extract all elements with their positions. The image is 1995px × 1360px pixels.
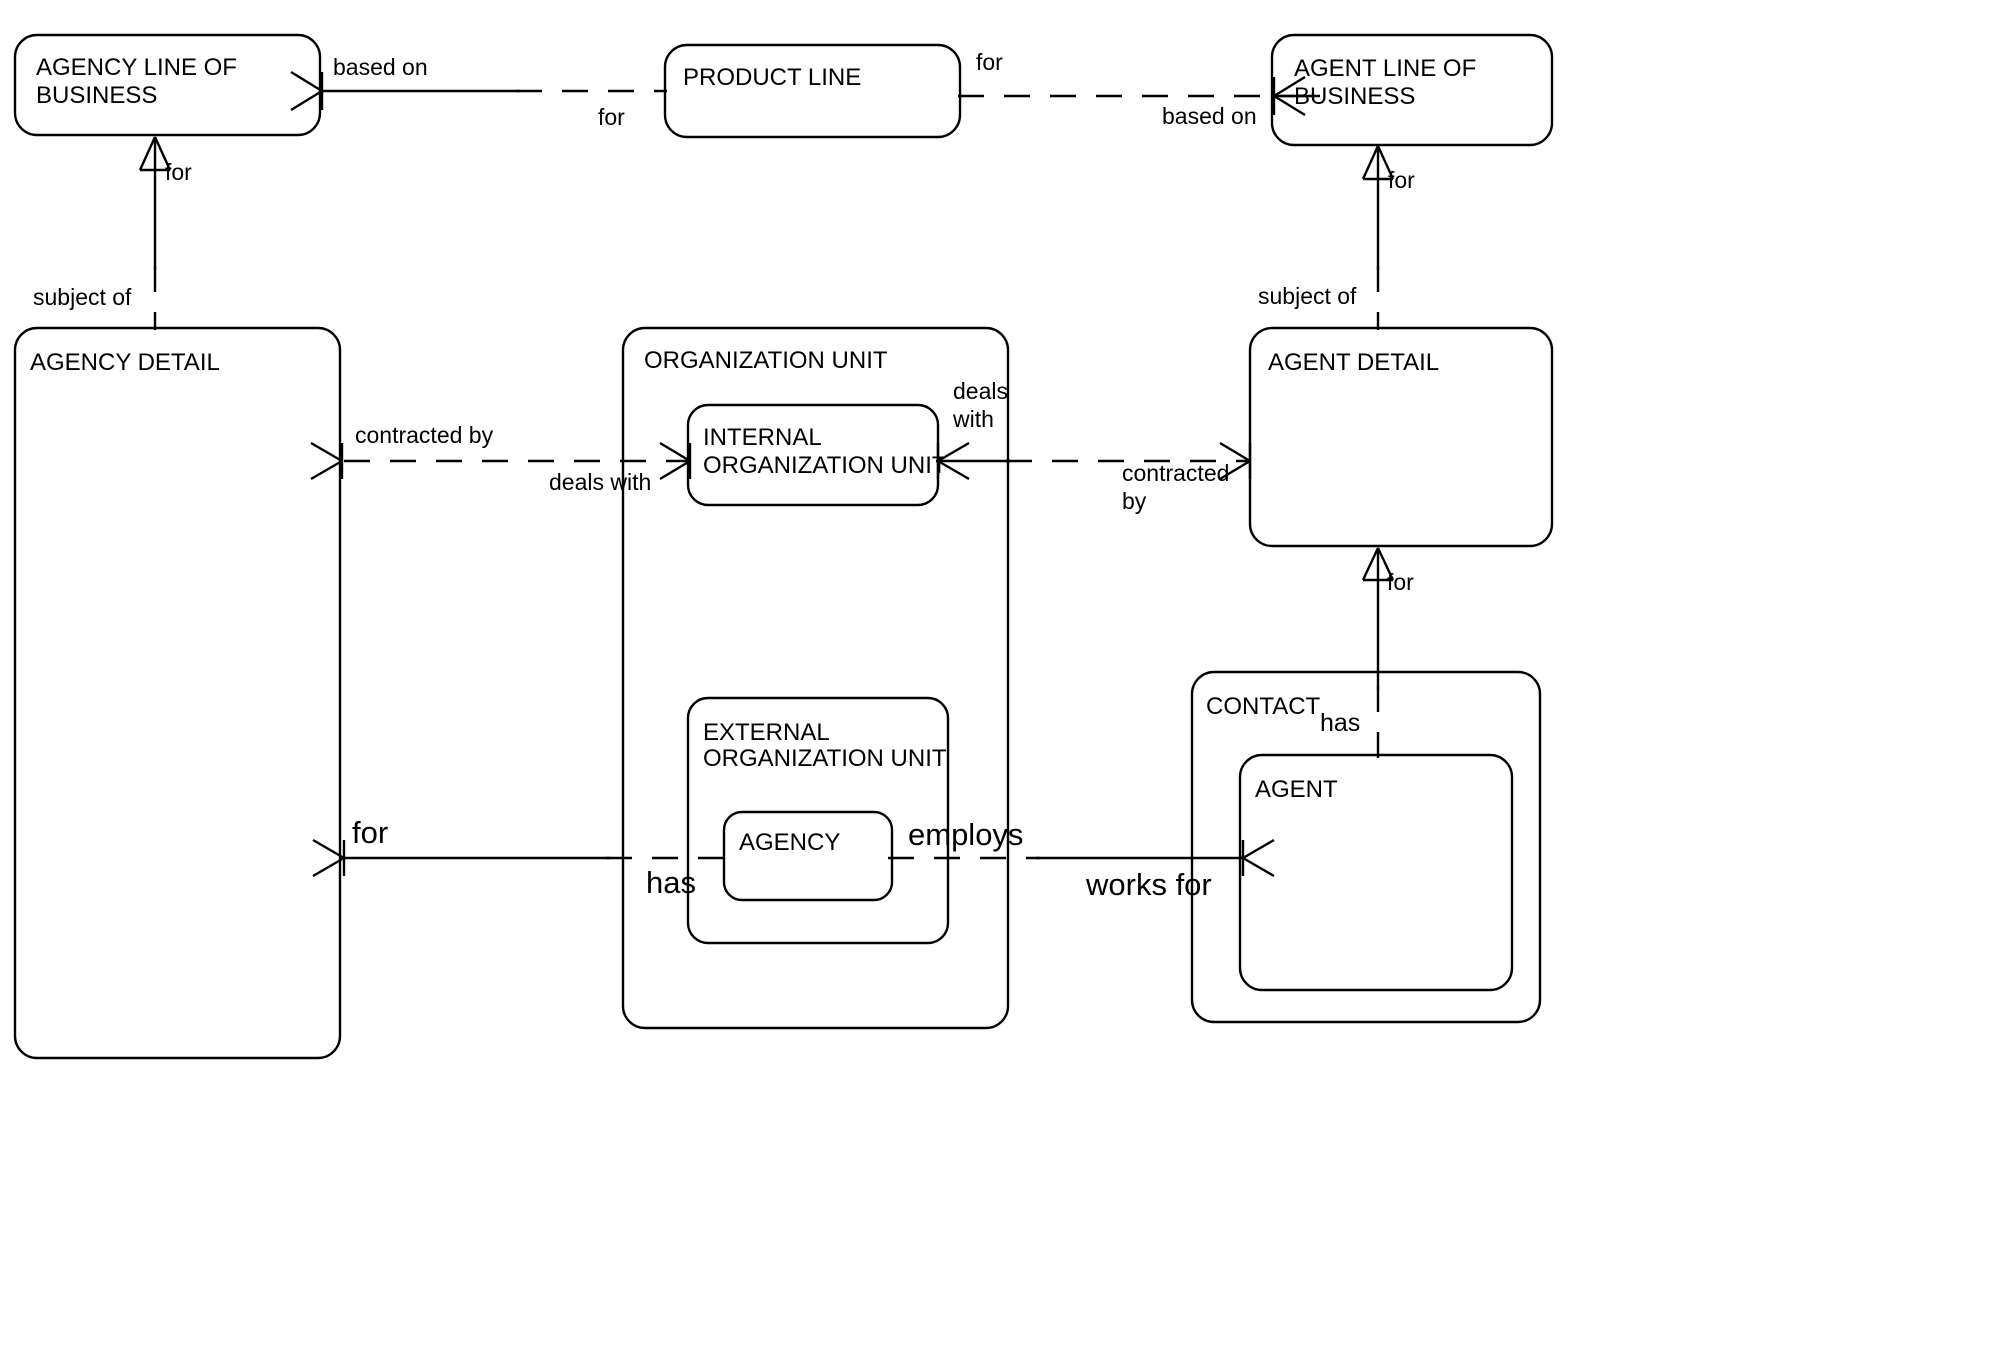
entity-agency-detail[interactable]: AGENCY DETAIL [13, 326, 342, 1060]
entity-label-line2: BUSINESS [36, 82, 157, 109]
entity-product-line[interactable]: PRODUCT LINE [663, 43, 962, 139]
entity-agent[interactable]: AGENT [1238, 753, 1514, 992]
relationship-agentlob-agentdetail [1361, 145, 1395, 330]
relationship-agentdetail-contact [1361, 547, 1395, 760]
rel-label-subject-of-agent: subject of [1258, 283, 1357, 309]
entity-label-line1: PRODUCT LINE [683, 64, 861, 91]
entity-label-line2: ORGANIZATION UNIT [703, 452, 947, 479]
relationship-productline-agentlob [958, 75, 1320, 117]
entity-label-line1: CONTACT [1206, 693, 1321, 720]
entity-label-line1: EXTERNAL [703, 719, 830, 746]
entity-label-line1: AGENCY DETAIL [30, 349, 220, 376]
entity-label-line1: INTERNAL [703, 424, 822, 451]
entity-label-line1: AGENT LINE OF [1294, 55, 1476, 82]
entity-contact[interactable]: CONTACT [1190, 670, 1542, 1024]
rel-label-for-agentdetail-down: for [1387, 569, 1414, 595]
rel-label-subject-of-agency: subject of [33, 284, 132, 310]
entity-box[interactable] [686, 696, 950, 945]
rel-label-based-on-agentlob: based on [1162, 103, 1257, 129]
entity-box[interactable] [663, 43, 962, 139]
entity-organization-unit[interactable]: ORGANIZATION UNIT [621, 326, 1010, 1030]
entity-box[interactable] [13, 33, 322, 137]
rel-label-for-productline-right: for [976, 49, 1003, 75]
rel-label-works-for: works for [1085, 867, 1212, 902]
entity-label-line2: BUSINESS [1294, 83, 1415, 110]
entity-agency-line-of-business[interactable]: AGENCY LINE OF BUSINESS [13, 33, 322, 137]
entity-box[interactable] [686, 403, 940, 507]
rel-label-employs: employs [908, 817, 1023, 852]
rel-label-for-agentlob-down: for [1388, 167, 1415, 193]
entity-label-line1: AGENT [1255, 776, 1338, 803]
entity-box[interactable] [1270, 33, 1554, 147]
entity-box[interactable] [722, 810, 894, 902]
entity-label-line1: ORGANIZATION UNIT [644, 347, 888, 374]
rel-label-has-orgunit: has [646, 865, 696, 900]
entity-external-organization-unit[interactable]: EXTERNAL ORGANIZATION UNIT [686, 696, 950, 945]
rel-label-for-agencylob-down: for [165, 159, 192, 185]
entity-agency[interactable]: AGENCY [722, 810, 894, 902]
rel-label-deals-right-b: with [952, 406, 994, 432]
entity-internal-organization-unit[interactable]: INTERNAL ORGANIZATION UNIT [686, 403, 947, 507]
rel-label-for-productline-left: for [598, 104, 625, 130]
rel-label-based-on-agencylob: based on [333, 54, 428, 80]
entity-agent-detail[interactable]: AGENT DETAIL [1248, 326, 1554, 548]
entity-box[interactable] [1190, 670, 1542, 1024]
rel-label-deals-right-a: deals [953, 378, 1008, 404]
entity-label-line1: AGENCY [739, 829, 840, 856]
entity-label-line1: AGENCY LINE OF [36, 54, 237, 81]
entity-label-line1: AGENT DETAIL [1268, 349, 1439, 376]
rel-label-deals-with-left: deals with [549, 469, 651, 495]
rel-label-contracted-agent-b: by [1122, 488, 1147, 514]
entity-box[interactable] [13, 326, 342, 1060]
rel-label-contracted-agent-a: contracted [1122, 460, 1229, 486]
rel-label-contracted-by-agency: contracted by [355, 422, 494, 448]
entity-box[interactable] [1248, 326, 1554, 548]
rel-label-for-agencydetail-agency: for [352, 815, 388, 850]
entity-agent-line-of-business[interactable]: AGENT LINE OF BUSINESS [1270, 33, 1554, 147]
entity-box[interactable] [1238, 753, 1514, 992]
entity-label-line2: ORGANIZATION UNIT [703, 745, 947, 772]
relationship-agencydetail-internalou [310, 441, 692, 481]
entity-box[interactable] [621, 326, 1010, 1030]
relationship-agencylob-productline [290, 70, 667, 112]
relationship-agency-agent [888, 838, 1275, 878]
rel-label-has-contact: has [1320, 709, 1360, 737]
relationship-agencylob-agencydetail [138, 136, 172, 330]
